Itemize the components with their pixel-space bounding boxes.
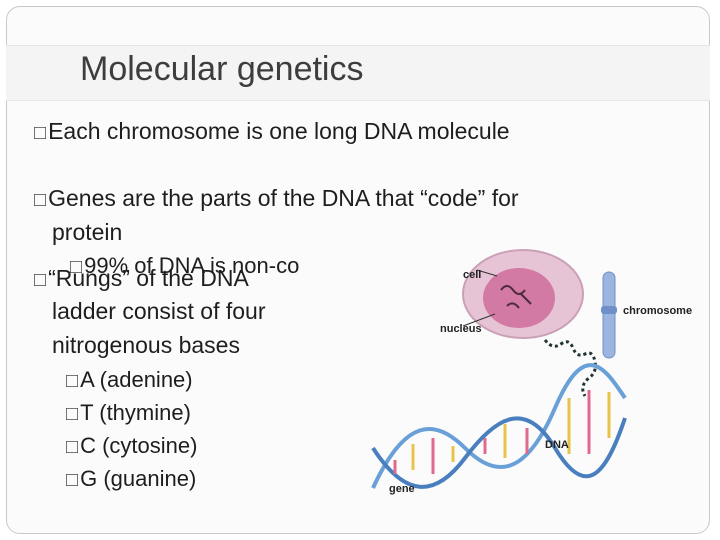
label-gene: gene — [389, 483, 415, 495]
label-chromosome: chromosome — [623, 305, 692, 317]
bullet-rungs: “Rungs” of the DNA — [34, 264, 249, 294]
dna-diagram: cell nucleus chromosome DNA gene — [371, 249, 692, 495]
rungs-line-2: ladder consist of four — [52, 298, 266, 324]
base-adenine: A (adenine) — [66, 366, 193, 395]
dna-helix — [371, 363, 627, 489]
base-cytosine-text: C (cytosine) — [80, 433, 198, 458]
bullet-genes-continued: protein — [52, 219, 123, 245]
label-nucleus: nucleus — [440, 323, 482, 335]
nucleus-pointer — [462, 313, 496, 327]
bullet-rungs-text: “Rungs” of the DNA — [48, 265, 249, 291]
label-dna: DNA — [545, 439, 569, 451]
label-cell: cell — [463, 269, 481, 281]
title-bar — [6, 45, 710, 101]
centromere — [601, 306, 617, 314]
bullet-chromosome: Each chromosome is one long DNA molecule — [34, 117, 510, 147]
nucleus-shape — [483, 268, 555, 328]
base-guanine: G (guanine) — [66, 465, 196, 494]
rungs-line-3: nitrogenous bases — [52, 332, 240, 358]
base-thymine: T (thymine) — [66, 399, 191, 428]
slide-title: Molecular genetics — [80, 50, 364, 88]
bullet-genes-text: Genes are the parts of the DNA that “cod… — [48, 185, 519, 211]
base-thymine-text: T (thymine) — [80, 400, 191, 425]
base-adenine-text: A (adenine) — [80, 367, 193, 392]
chromatin-squiggle — [500, 285, 532, 309]
chromatin-coil — [543, 339, 597, 397]
cell-pointer — [476, 269, 498, 277]
base-cytosine: C (cytosine) — [66, 432, 197, 461]
chromosome-shape — [602, 271, 616, 359]
bullet-genes: Genes are the parts of the DNA that “cod… — [34, 184, 519, 214]
bullet-chromosome-text: Each chromosome is one long DNA molecule — [48, 118, 510, 144]
base-guanine-text: G (guanine) — [80, 466, 197, 491]
